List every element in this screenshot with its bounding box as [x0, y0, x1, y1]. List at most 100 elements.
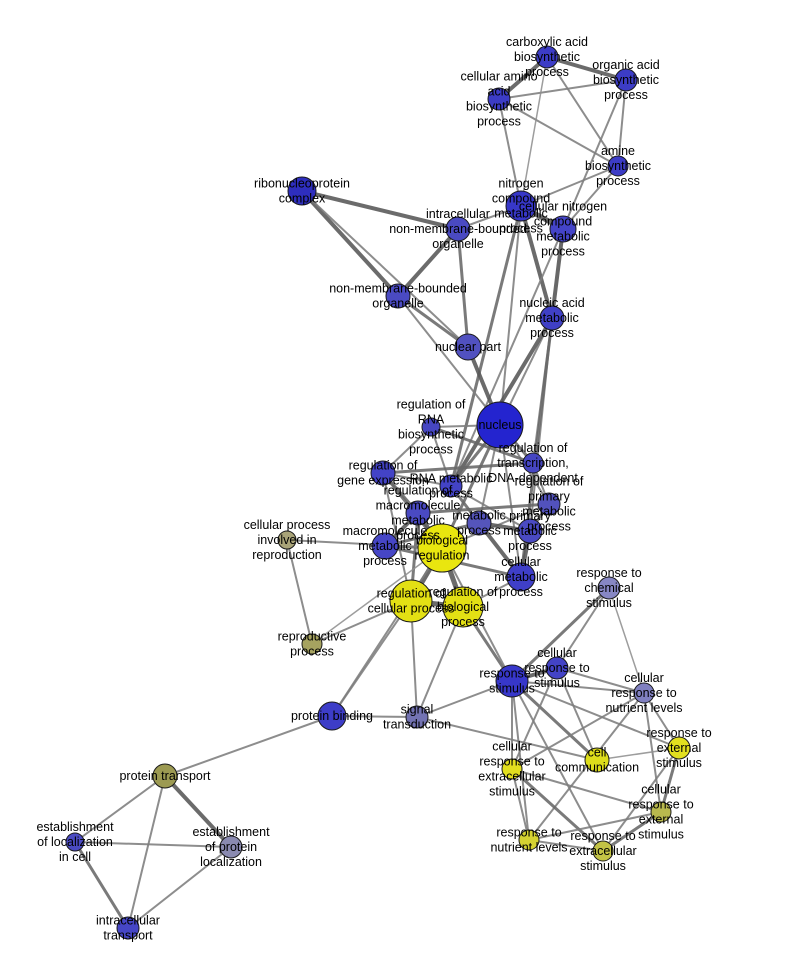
graph-node-nucleus[interactable] [476, 401, 524, 449]
graph-edge [416, 680, 513, 718]
graph-edge [528, 839, 604, 852]
graph-node-cell_comm[interactable] [584, 747, 610, 773]
graph-node-reg_gene_expr[interactable] [370, 460, 396, 486]
graph-edge [300, 189, 460, 231]
graph-node-rna_metabolic[interactable] [439, 474, 463, 498]
graph-node-bio_regulation[interactable] [417, 523, 467, 573]
graph-edge [416, 716, 598, 761]
graph-node-reg_rna_bio[interactable] [421, 417, 441, 437]
graph-edge [511, 680, 604, 852]
graph-node-resp_external[interactable] [667, 736, 691, 760]
graph-edge [499, 424, 522, 578]
graph-edge [511, 667, 558, 770]
graph-edge [511, 692, 645, 770]
graph-node-primary_metabolic[interactable] [517, 518, 543, 544]
graph-node-nuclear_part[interactable] [454, 333, 482, 361]
graph-node-resp_chemical[interactable] [597, 576, 621, 600]
graph-edge [596, 747, 680, 761]
graph-node-cell_nitrogen[interactable] [549, 215, 577, 243]
graph-node-reg_primary[interactable] [537, 492, 561, 516]
graph-node-organic_acid[interactable] [614, 68, 638, 92]
graph-node-cell_resp_nutrient[interactable] [633, 682, 655, 704]
graph-node-resp_nutrient[interactable] [518, 829, 540, 851]
graph-node-metabolic[interactable] [466, 510, 492, 536]
graph-node-cell_resp_external[interactable] [650, 801, 672, 823]
graph-node-resp_stimulus[interactable] [495, 664, 529, 698]
graph-edge [397, 295, 501, 426]
node-label-protein_transport: protein transport [119, 769, 211, 783]
graph-edge [545, 55, 628, 82]
graph-edge [74, 841, 232, 848]
graph-node-est_loc_cell[interactable] [65, 832, 85, 852]
graph-edge [286, 539, 443, 549]
graph-node-carboxylic[interactable] [535, 45, 559, 69]
graph-node-cell_amino[interactable] [487, 87, 511, 111]
graph-node-est_prot_loc[interactable] [219, 835, 243, 859]
graph-node-macro_metabolic[interactable] [371, 532, 399, 560]
graph-edge [127, 775, 166, 929]
graph-node-protein_transport[interactable] [152, 763, 178, 789]
graph-edge [562, 165, 619, 230]
graph-node-amine[interactable] [607, 155, 629, 177]
graph-node-reg_macro[interactable] [405, 500, 431, 526]
graph-edge [519, 204, 554, 320]
graph-edge [520, 56, 548, 207]
graph-edge [74, 775, 166, 843]
graph-node-resp_extracell[interactable] [592, 840, 614, 862]
graph-node-cell_resp_extracell[interactable] [501, 758, 523, 780]
graph-node-intra_org[interactable] [445, 216, 471, 242]
graph-edge [382, 472, 412, 602]
graph-edge [127, 846, 232, 929]
graph-edge [556, 667, 598, 761]
graph-edge [381, 461, 535, 475]
graph-node-intra_transport[interactable] [116, 916, 140, 940]
graph-edge [498, 79, 627, 100]
graph-node-nmb_org[interactable] [385, 283, 411, 309]
graph-node-cell_metabolic[interactable] [506, 562, 536, 592]
graph-edge [510, 767, 605, 853]
graph-node-cpir[interactable] [277, 530, 297, 550]
node-label-nuclear_part: nuclear part [435, 340, 502, 354]
graph-edge [73, 840, 130, 930]
graph-edge [499, 205, 522, 426]
graph-node-reg_transcription[interactable] [522, 452, 544, 474]
graph-edge [546, 56, 619, 167]
graph-node-signal_transduction[interactable] [405, 705, 429, 729]
graph-node-protein_binding[interactable] [317, 701, 347, 731]
graph-node-nucleic_acid[interactable] [539, 305, 565, 331]
graph-edge [396, 227, 460, 298]
graph-node-rnp[interactable] [287, 176, 317, 206]
graph-edge [511, 680, 645, 694]
graph-node-nitrogen[interactable] [505, 190, 537, 222]
graph-node-cell_resp_stim[interactable] [545, 656, 569, 680]
graph-node-reproductive[interactable] [301, 633, 323, 655]
graph-edge [456, 227, 470, 349]
graph-node-reg_biological[interactable] [442, 586, 484, 628]
graph-node-reg_cellular[interactable] [389, 579, 433, 623]
